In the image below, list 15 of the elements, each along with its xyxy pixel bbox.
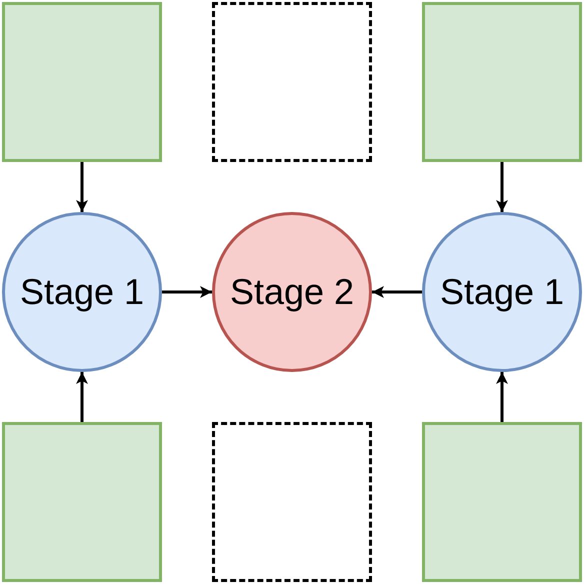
empty-box xyxy=(2,422,162,582)
empty-box xyxy=(422,2,582,162)
dashed-box xyxy=(212,422,372,582)
empty-box xyxy=(422,422,582,582)
stage-label: Stage 1 xyxy=(20,271,144,313)
arrow xyxy=(496,372,508,422)
arrow xyxy=(76,162,88,212)
arrow xyxy=(496,162,508,212)
stage-label: Stage 1 xyxy=(440,271,564,313)
arrow xyxy=(76,372,88,422)
empty-box xyxy=(2,2,162,162)
arrow xyxy=(162,286,212,298)
dashed-box xyxy=(212,2,372,162)
stage-label: Stage 2 xyxy=(230,271,354,313)
arrow xyxy=(372,286,422,298)
